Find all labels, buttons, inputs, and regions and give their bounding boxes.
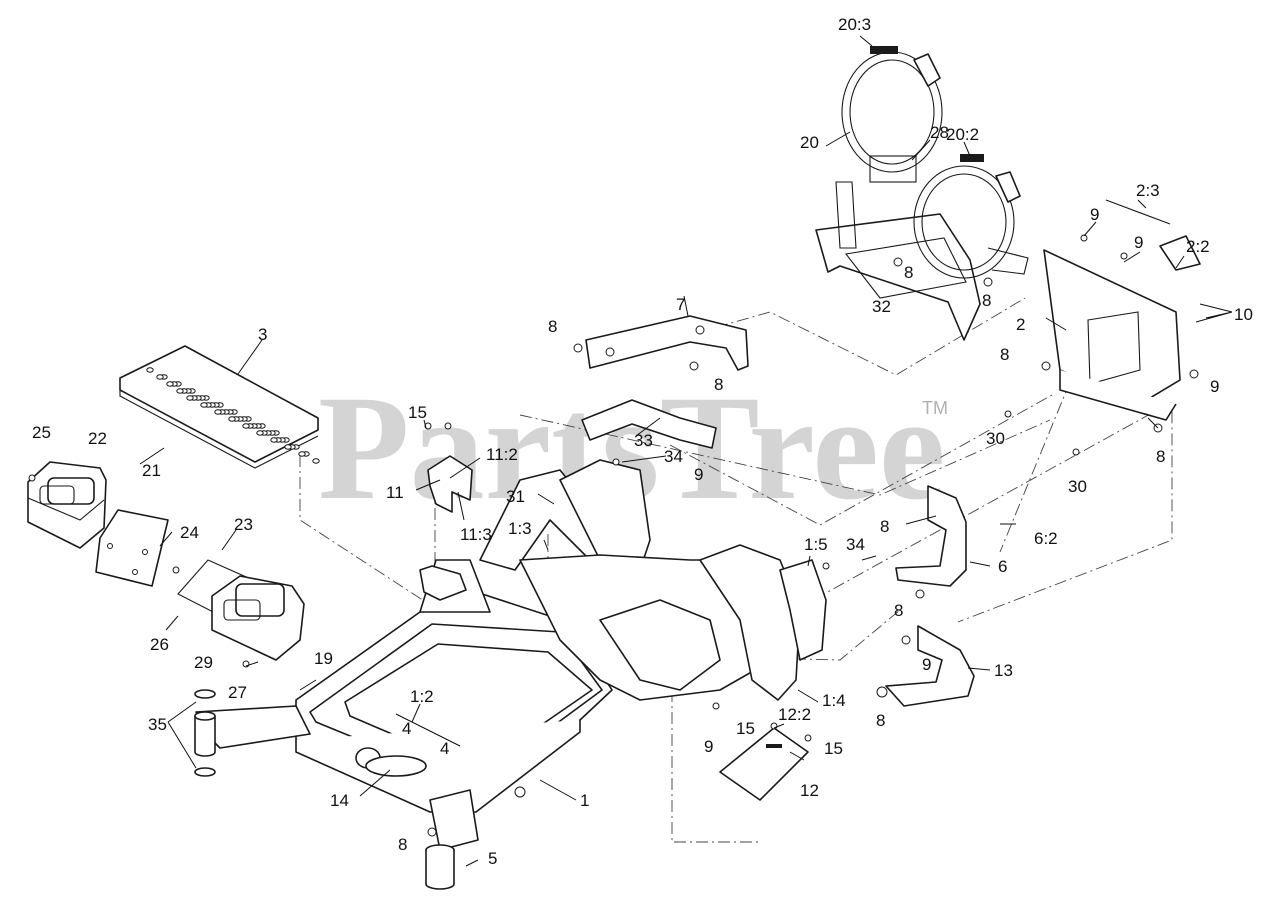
callout-12-2: 12:2 xyxy=(778,705,811,724)
callout-8-c: 8 xyxy=(1000,345,1009,364)
watermark-tm: TM xyxy=(922,398,948,418)
perforation-hole xyxy=(228,416,236,422)
callout-13: 13 xyxy=(994,661,1013,680)
callout-2: 2 xyxy=(1016,315,1025,334)
callout-12: 12 xyxy=(800,781,819,800)
callout-35: 35 xyxy=(148,715,167,734)
leader-lines xyxy=(139,35,1233,867)
perforation-hole xyxy=(200,402,208,408)
callout-8-i: 8 xyxy=(876,711,885,730)
callout-24: 24 xyxy=(180,523,199,542)
callout-8-e: 8 xyxy=(714,375,723,394)
callout-15-a: 15 xyxy=(408,403,427,422)
callout-23: 23 xyxy=(234,515,253,534)
part-20-clamp-lower xyxy=(913,154,1021,279)
callout-8-f: 8 xyxy=(1156,447,1165,466)
perforation-hole xyxy=(284,444,292,450)
callout-1-4: 1:4 xyxy=(822,691,846,710)
part-2-mount-plate xyxy=(1043,199,1201,421)
callout-31: 31 xyxy=(506,487,525,506)
callout-3: 3 xyxy=(258,325,267,344)
callout-2-3: 2:3 xyxy=(1136,181,1160,200)
callout-2-2: 2:2 xyxy=(1186,237,1210,256)
part-21-plate xyxy=(95,509,169,587)
callout-30-b: 30 xyxy=(1068,477,1087,496)
part-23-console xyxy=(177,559,305,661)
callout-7: 7 xyxy=(676,295,685,314)
callout-11-2: 11:2 xyxy=(486,445,518,464)
callout-33: 33 xyxy=(634,431,653,450)
callout-5: 5 xyxy=(488,849,497,868)
part-33-shroud xyxy=(581,399,717,449)
callout-19: 19 xyxy=(314,649,333,668)
callout-9-c: 9 xyxy=(1210,377,1219,396)
perforation-hole xyxy=(166,381,174,387)
perforation-hole xyxy=(298,451,306,457)
perforation-hole xyxy=(214,409,222,415)
part-20-clamp-upper xyxy=(841,46,943,183)
perforation-hole xyxy=(156,374,164,380)
callout-4-b: 4 xyxy=(440,739,449,758)
part-1-frame xyxy=(195,459,827,890)
callout-21: 21 xyxy=(142,461,161,480)
part-22-console xyxy=(27,461,107,549)
callout-34-a: 34 xyxy=(664,447,683,466)
callout-9-d: 9 xyxy=(694,465,703,484)
callout-8-g: 8 xyxy=(880,517,889,536)
perforation-hole xyxy=(312,458,320,464)
callout-11-3: 11:3 xyxy=(460,525,492,544)
perforation-hole xyxy=(242,423,250,429)
part-12-plate xyxy=(719,727,809,801)
callout-14: 14 xyxy=(330,791,349,810)
callout-1-5: 1:5 xyxy=(804,535,828,554)
part-35-pivot xyxy=(194,689,216,777)
callout-25: 25 xyxy=(32,423,51,442)
perforation-hole xyxy=(146,367,154,373)
callout-8-b: 8 xyxy=(982,291,991,310)
callout-4-a: 4 xyxy=(402,719,411,738)
part-7-shroud xyxy=(585,315,749,371)
callout-10: 10 xyxy=(1234,305,1253,324)
callout-34-b: 34 xyxy=(846,535,865,554)
callout-8-a: 8 xyxy=(904,263,913,282)
part-14-decal xyxy=(365,755,427,777)
callout-15-b: 15 xyxy=(736,719,755,738)
callout-8-h: 8 xyxy=(894,601,903,620)
callout-27: 27 xyxy=(228,683,247,702)
perforation-hole xyxy=(256,430,264,436)
callout-20-2: 20:2 xyxy=(946,125,979,144)
part-6-shield xyxy=(895,485,967,587)
callout-30-a: 30 xyxy=(986,429,1005,448)
callout-20-3: 20:3 xyxy=(838,15,871,34)
part-3-floor-plate xyxy=(119,345,320,469)
callout-8-d: 8 xyxy=(548,317,557,336)
perforation-hole xyxy=(176,388,184,394)
perforation-hole xyxy=(270,437,278,443)
callout-8-j: 8 xyxy=(398,835,407,854)
part-32-mount xyxy=(815,181,1029,341)
callout-26: 26 xyxy=(150,635,169,654)
part-11-bracket xyxy=(419,455,473,601)
callout-6: 6 xyxy=(998,557,1007,576)
callout-1-2: 1:2 xyxy=(410,687,434,706)
callout-1: 1 xyxy=(580,791,589,810)
callout-15-c: 15 xyxy=(824,739,843,758)
perforation-hole xyxy=(186,395,194,401)
part-13-shield xyxy=(885,625,975,707)
callout-9-e: 9 xyxy=(922,655,931,674)
callout-28: 28 xyxy=(930,123,949,142)
callout-9-a: 9 xyxy=(1090,205,1099,224)
hardware-fasteners xyxy=(28,234,1199,837)
callout-11: 11 xyxy=(386,483,404,502)
callout-20: 20 xyxy=(800,133,819,152)
callout-22: 22 xyxy=(88,429,107,448)
callout-9-b: 9 xyxy=(1134,233,1143,252)
callout-6-2: 6:2 xyxy=(1034,529,1058,548)
callout-9-f: 9 xyxy=(704,737,713,756)
callout-29: 29 xyxy=(194,653,213,672)
callout-labels: 20:3 20 28 20:2 2:3 9 9 2:2 10 32 8 8 2 … xyxy=(32,15,1253,868)
callout-32: 32 xyxy=(872,297,891,316)
callout-1-3: 1:3 xyxy=(508,519,532,538)
